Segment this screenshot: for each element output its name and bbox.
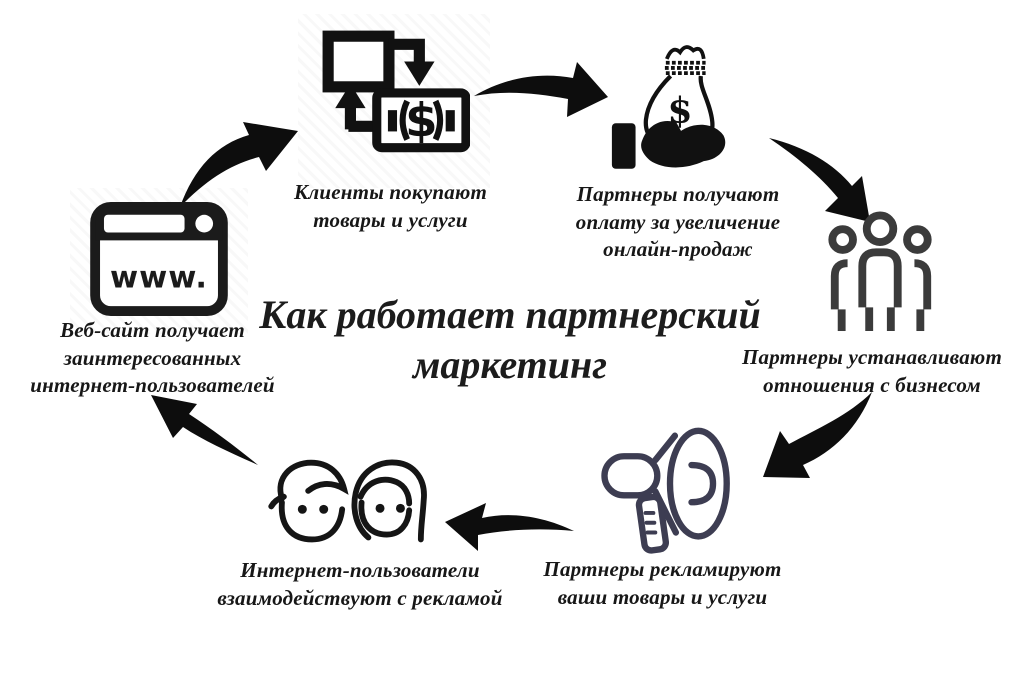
arrow-payment-to-partners — [769, 138, 870, 222]
arrow-clients-to-payment — [474, 62, 608, 117]
caption-line: заинтересованных — [63, 345, 242, 370]
step-payment-caption: Партнеры получают оплату за увеличение о… — [558, 181, 798, 264]
caption-line: Веб-сайт получает — [60, 318, 245, 342]
caption-line: Интернет-пользователи — [240, 558, 480, 582]
caption-line: взаимодействуют с рекламой — [217, 585, 503, 610]
caption-line: оплату за увеличение — [575, 209, 781, 234]
address-bar-shape — [103, 214, 185, 233]
caption-line: Партнеры получают — [576, 182, 780, 206]
browser-dot-shape — [195, 214, 214, 233]
caption-line: Партнеры рекламируют — [543, 557, 782, 581]
caption-line: отношения с бизнесом — [763, 372, 981, 397]
www-label: www. — [110, 261, 208, 296]
purchase-exchange-icon: $ — [298, 14, 490, 188]
step-advertise-caption: Партнеры рекламируют ваши товары и услуг… — [535, 556, 790, 611]
step-partners-caption: Партнеры устанавливают отношения с бизне… — [740, 344, 1004, 399]
caption-line: интернет-пользователей — [30, 373, 275, 398]
browser-window-icon: www. — [70, 188, 248, 334]
arrow-users-to-website — [151, 395, 258, 465]
caption-line: товары и услуги — [313, 207, 468, 232]
money-bag-in-hand-icon: $ — [610, 40, 752, 182]
caption-line: Клиенты покупают — [293, 180, 488, 204]
people-group-icon — [822, 206, 940, 340]
banknote-dollar-symbol: $ — [405, 93, 437, 147]
diagram-title-line1: Как работает партнерский — [259, 292, 761, 337]
megaphone-icon — [596, 423, 744, 555]
caption-line: онлайн-продаж — [603, 237, 753, 262]
arrow-partners-to-advertise — [763, 392, 872, 478]
caption-line: ваши товары и услуги — [557, 584, 768, 609]
step-users-caption: Интернет-пользователи взаимодействуют с … — [215, 557, 505, 612]
two-faces-icon — [260, 452, 435, 554]
step-clients-caption: Клиенты покупают товары и услуги — [268, 179, 513, 234]
diagram-title-line2: маркетинг — [412, 342, 608, 387]
caption-line: Партнеры устанавливают — [742, 345, 1002, 369]
step-website-caption: Веб-сайт получает заинтересованных интер… — [25, 317, 280, 400]
arrow-website-to-clients — [180, 122, 298, 207]
diagram-title: Как работает партнерский маркетинг — [250, 290, 770, 390]
arrow-advertise-to-users — [445, 503, 574, 551]
